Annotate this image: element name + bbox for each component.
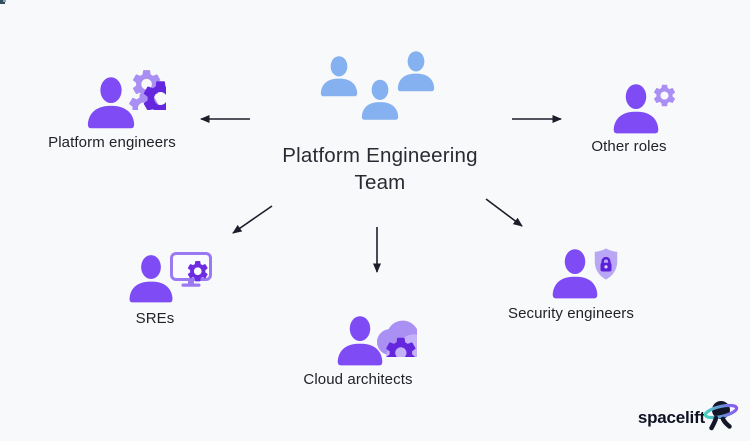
clouds-gear-icon	[371, 311, 417, 357]
brand-footer: spacelift	[637, 401, 740, 434]
node-sres	[125, 250, 213, 310]
label-platform-engineers: Platform engineers	[48, 134, 176, 151]
label-other-roles: Other roles	[591, 138, 667, 155]
spacelift-astronaut-logo-icon	[703, 401, 739, 431]
diagram-title: Platform Engineering Team	[282, 144, 478, 194]
shield-lock-icon	[594, 248, 618, 280]
gears-icon	[122, 62, 166, 110]
team-member-front-icon	[358, 76, 402, 123]
gear-icon	[651, 82, 678, 109]
platform-engineering-team-icon	[314, 45, 442, 125]
node-other-roles	[609, 78, 681, 138]
label-sres: SREs	[135, 310, 175, 327]
arrow-to-sres	[232, 205, 273, 234]
team-member-left-icon	[317, 54, 361, 98]
corner-artifact-light	[3, 0, 6, 2]
arrow-to-security-engineers	[485, 198, 523, 227]
label-security-engineers: Security engineers	[507, 305, 635, 322]
corner-artifact	[0, 0, 5, 4]
brand-name: spacelift	[637, 408, 705, 427]
node-cloud-architects	[333, 311, 419, 371]
label-cloud-architects: Cloud architects	[303, 371, 413, 388]
node-platform-engineers	[83, 62, 167, 134]
monitor-gear-icon	[170, 252, 212, 287]
node-security-engineers	[548, 245, 624, 305]
